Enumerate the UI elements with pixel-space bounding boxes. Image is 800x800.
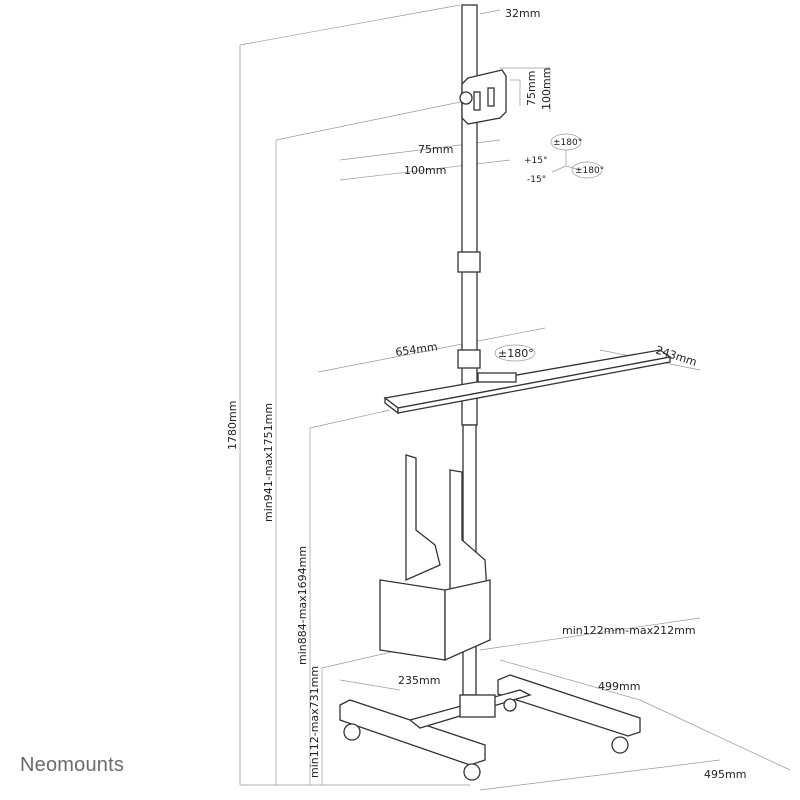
base-frame (339, 674, 641, 781)
vesa-width-small-label: 75mm (418, 143, 453, 156)
base-depth-label: 499mm (598, 680, 640, 693)
vesa-height-large-label: 100mm (540, 68, 553, 110)
shelf-rotation-label: ±180° (498, 347, 534, 360)
rotation-label: ±180° (553, 138, 582, 148)
cpu-holder-depth-label: 235mm (398, 674, 440, 687)
dimension-lines (239, 4, 791, 791)
monitor-height-label: min941-max1751mm (262, 403, 275, 522)
vesa-plate (459, 69, 507, 125)
rotation-symbol (550, 133, 603, 179)
shelf-height-label: min884-max1694mm (296, 546, 309, 665)
cpu-holder-width-label: min122mm-max212mm (562, 624, 696, 637)
base-width-label: 495mm (704, 768, 746, 781)
vesa-width-large-label: 100mm (404, 164, 446, 177)
cpu-holder-height-label: min112-max731mm (308, 666, 321, 778)
cpu-holder (379, 454, 491, 662)
shelf-width-label: 654mm (395, 340, 439, 359)
total-height-label: 1780mm (226, 401, 239, 450)
keyboard-shelf (383, 349, 672, 415)
tilt-down-label: -15° (527, 175, 546, 185)
pole-diameter-label: 32mm (505, 7, 540, 20)
brand-logo-text: Neomounts (20, 754, 125, 776)
tilt-up-label: +15° (524, 156, 548, 166)
swivel-label: ±180° (575, 166, 604, 176)
vesa-height-small-label: 75mm (525, 71, 538, 106)
